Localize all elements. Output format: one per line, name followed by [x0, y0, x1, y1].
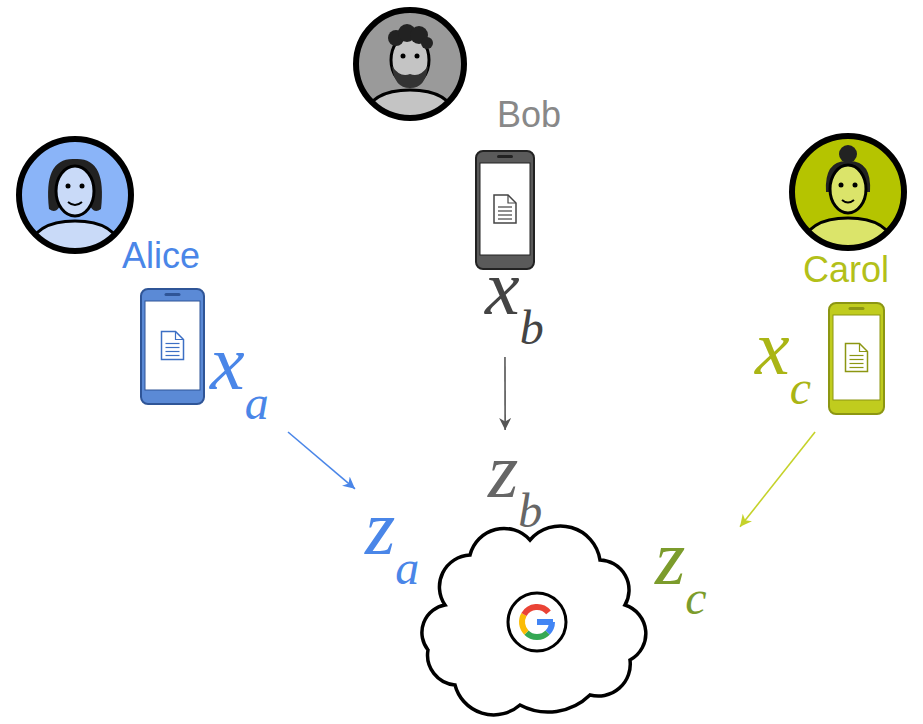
avatar-bun: [839, 145, 857, 163]
symbol-subscript: a: [245, 376, 269, 429]
data-symbol: xa: [210, 324, 269, 402]
phone-body: [829, 303, 884, 414]
update-symbol: zb: [488, 432, 542, 510]
document-fold: [508, 195, 516, 203]
symbol-letter: x: [485, 244, 520, 331]
avatar-beard: [392, 66, 428, 88]
data-flow-arrow: [740, 432, 815, 527]
carol-avatar: [792, 136, 904, 252]
avatar-eye: [839, 183, 844, 188]
document-outline: [846, 344, 868, 372]
avatar-eye: [401, 54, 406, 59]
data-flow-arrow: [504, 357, 506, 430]
avatar-ring: [356, 10, 464, 118]
person-name: Bob: [497, 97, 561, 133]
person-name: Alice: [122, 238, 200, 274]
avatar-eye: [415, 54, 420, 59]
document-line: [498, 218, 512, 219]
phone-speaker: [165, 293, 181, 296]
alice-avatar: [19, 139, 131, 255]
avatar-head: [830, 165, 866, 213]
document-outline: [494, 195, 516, 223]
avatar-ring: [792, 136, 904, 248]
cloud-outline: [422, 526, 646, 715]
document-line: [850, 367, 864, 368]
avatar-eye: [853, 183, 858, 188]
document-line: [498, 206, 512, 207]
data-symbol: xc: [755, 309, 811, 387]
avatar-hair: [421, 37, 433, 49]
logo-arc: [522, 615, 526, 633]
update-symbol: zc: [655, 519, 707, 597]
bob-avatar: [356, 10, 464, 124]
document-line: [850, 355, 864, 356]
avatar-eye: [80, 184, 85, 189]
phone-screen: [145, 301, 200, 390]
symbol-subscript: b: [518, 484, 542, 537]
phone-icon: [828, 302, 885, 415]
logo-arc: [526, 633, 547, 637]
person-name: Carol: [803, 252, 889, 288]
document-fold: [176, 332, 184, 340]
document-icon: [494, 195, 516, 223]
document-fold: [860, 344, 868, 352]
data-flow-arrow: [288, 432, 355, 489]
document-line: [850, 359, 864, 360]
phone-speaker: [849, 307, 865, 310]
avatar-ring: [19, 139, 131, 251]
phone-node: Bob xb: [468, 92, 580, 357]
avatar-eye: [66, 184, 71, 189]
document-line: [850, 363, 864, 364]
symbol-letter: x: [210, 319, 245, 406]
avatar-mouth: [842, 200, 854, 203]
document-icon: [162, 332, 184, 360]
document-icon: [846, 344, 868, 372]
document-line: [498, 210, 512, 211]
avatar-head: [56, 166, 94, 216]
server-cloud: zazbzc: [355, 430, 740, 720]
avatar-mouth: [68, 202, 82, 205]
symbol-letter: z: [655, 514, 685, 601]
document-line: [166, 351, 180, 352]
phone-node: Alice xa: [118, 232, 288, 432]
symbol-letter: z: [488, 427, 518, 514]
logo-arc: [524, 607, 549, 614]
document-line: [166, 347, 180, 348]
document-line: [498, 214, 512, 215]
symbol-subscript: c: [685, 571, 706, 624]
phone-speaker: [497, 155, 513, 158]
document-line: [166, 355, 180, 356]
update-symbol: za: [365, 489, 419, 567]
phone-node: Carolxc: [752, 245, 910, 432]
document-line: [166, 343, 180, 344]
symbol-letter: z: [365, 484, 395, 571]
symbol-subscript: b: [520, 301, 544, 354]
phone-body: [141, 289, 204, 404]
data-symbol: xb: [485, 249, 544, 327]
symbol-letter: x: [755, 304, 790, 391]
logo-badge: [508, 593, 566, 651]
phone-icon: [140, 288, 205, 405]
symbol-subscript: a: [395, 541, 419, 594]
phone-screen: [833, 315, 880, 400]
symbol-subscript: c: [790, 361, 811, 414]
phone-screen: [480, 163, 530, 255]
document-outline: [162, 332, 184, 360]
